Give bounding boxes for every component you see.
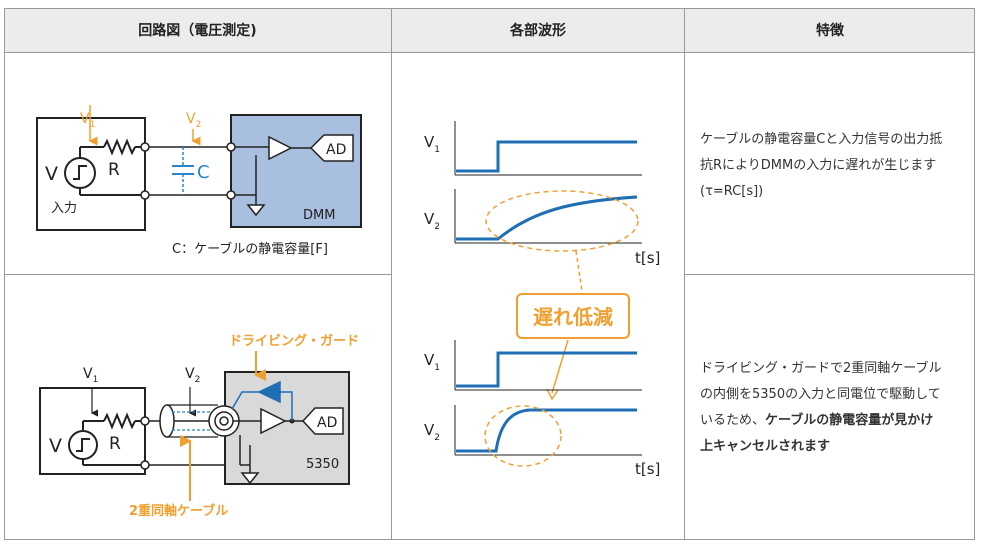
- time-axis-bottom: t[s]: [635, 460, 660, 478]
- input-label: 入力: [51, 201, 77, 216]
- circuit-diagram-5350: V R V1 V2: [39, 333, 359, 519]
- time-axis-top: t[s]: [635, 249, 660, 267]
- wave-v1-label-top: V1: [424, 133, 440, 155]
- double-coax-label: 2重同軸ケーブル: [129, 503, 228, 519]
- resistor-label-2: R: [109, 434, 121, 454]
- input-box-2: [39, 387, 146, 475]
- ad-converter-icon: [309, 134, 354, 162]
- wave-v2-top: [456, 195, 638, 241]
- v1-label-c1: V1: [80, 111, 95, 130]
- header-circuit: 回路図（電圧測定): [4, 8, 391, 52]
- waveform-panel: V1 V2 t[s] 遅れ低減 V1 V2 t[s]: [424, 121, 660, 478]
- highlight-text: ケーブルの静電容量が見かけ: [765, 413, 934, 428]
- ground-icon-2: [240, 472, 260, 485]
- amplifier-icon: [268, 135, 293, 161]
- resistor-icon: [103, 138, 136, 156]
- ad-converter-icon-2: [301, 407, 344, 435]
- circuit-diagram-dmm: 入力 V R V1 C V2 A: [36, 105, 362, 257]
- highlight-text-2: 上キャンセルされます: [700, 439, 831, 454]
- v1-label-c2: V1: [83, 366, 98, 385]
- v2-label-c2: V2: [185, 366, 200, 385]
- header-waveform: 各部波形: [392, 8, 684, 52]
- amplifier-icon-2: [260, 407, 287, 435]
- table-grid: [4, 8, 975, 540]
- guard-buffer-icon: [257, 380, 281, 404]
- resistor-icon-2: [103, 412, 136, 430]
- driving-guard-label: ドライビング・ガード: [229, 333, 359, 349]
- ad-label-c1: AD: [326, 142, 346, 158]
- ad-label-c2: AD: [317, 415, 337, 431]
- resistor-label: R: [108, 160, 120, 180]
- comparison-table: 回路図（電圧測定) 各部波形 特徴 入力 V R V1: [4, 8, 975, 540]
- wave-v1-top: [456, 140, 637, 173]
- wave-v2-label-top: V2: [424, 210, 440, 232]
- delay-highlight-bottom: [484, 405, 562, 467]
- meter-5350-label: 5350: [306, 457, 339, 472]
- source-label-2: V: [49, 435, 62, 457]
- wave-v1-label-bottom: V1: [424, 351, 440, 373]
- callout-text: 遅れ低減: [533, 305, 613, 329]
- ground-icon: [246, 204, 266, 217]
- coax-cable-icon: [159, 404, 175, 438]
- feature-text-dmm: ケーブルの静電容量Cと入力信号の出力抵 抗RによりDMMの入力に遅れが生じます …: [700, 132, 943, 199]
- wave-v2-label-bottom: V2: [424, 421, 440, 443]
- capacitor-label: C: [197, 162, 210, 183]
- delay-highlight-top: [485, 190, 639, 252]
- capacitance-caption: C：ケーブルの静電容量[F]: [172, 241, 328, 257]
- dmm-label: DMM: [303, 208, 335, 223]
- source-label: V: [45, 163, 58, 185]
- dmm-box: [230, 114, 362, 228]
- header-features: 特徴: [685, 8, 975, 52]
- v2-label-c1: V2: [186, 111, 201, 130]
- delay-reduction-callout: [516, 293, 630, 339]
- wave-v1-bottom: [456, 351, 637, 388]
- feature-text-5350: ドライビング・ガードで2重同軸ケーブル の内側を5350の入力と同電位で駆動して…: [700, 361, 942, 454]
- wave-v2-bottom: [456, 408, 637, 453]
